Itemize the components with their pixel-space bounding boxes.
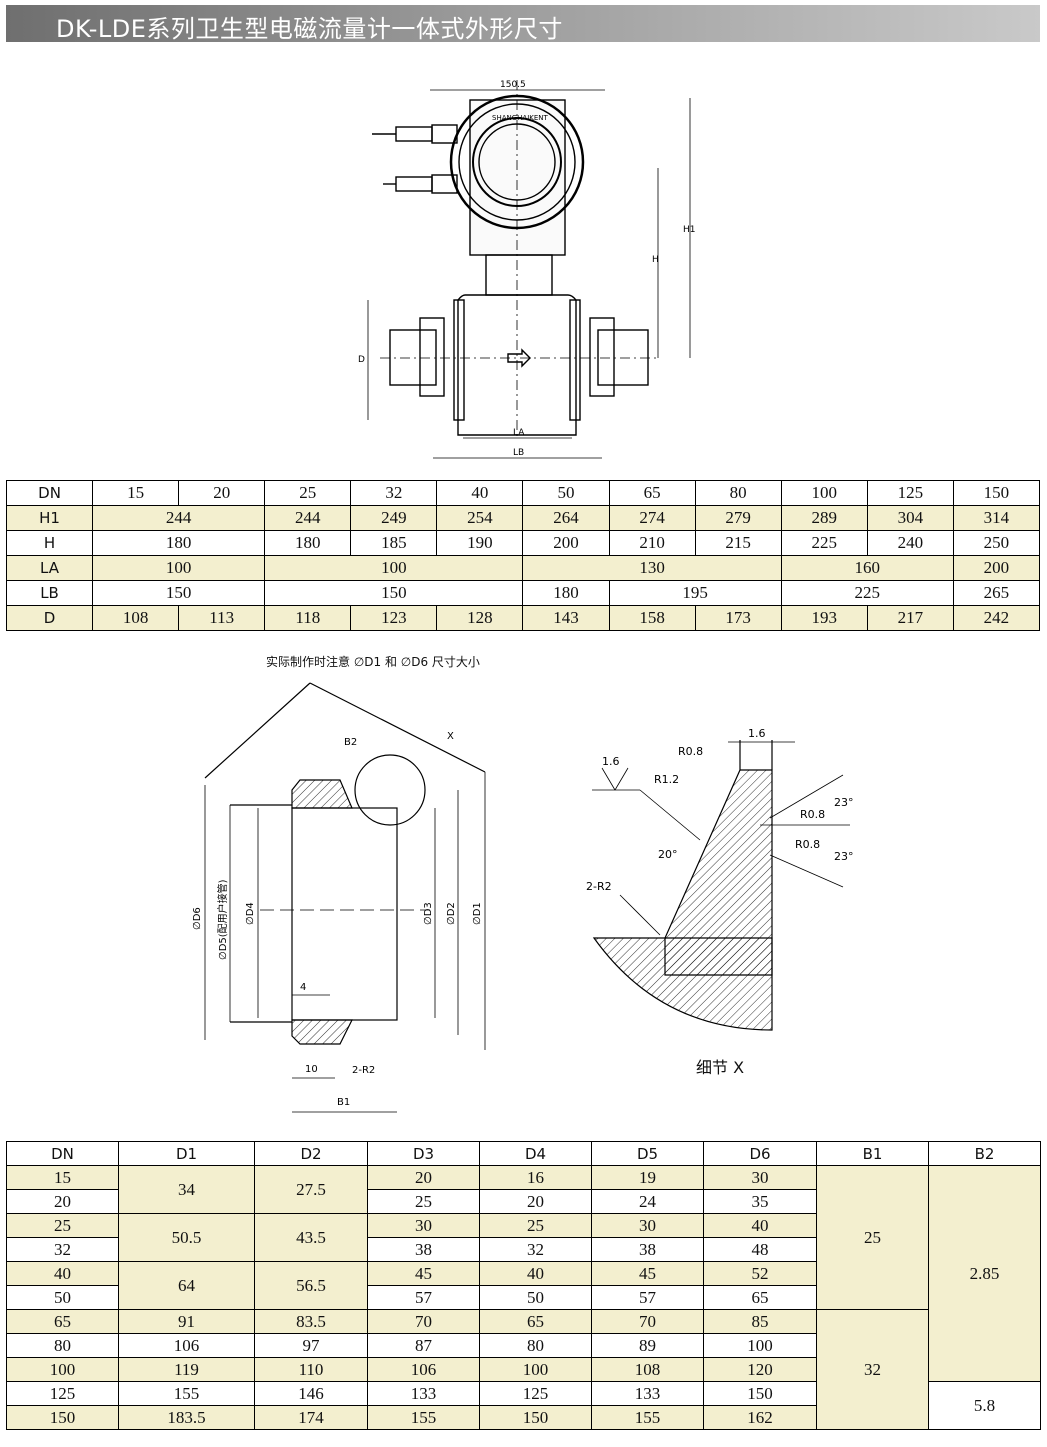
table-row: 25 50.5 43.5 30 25 30 40 bbox=[6, 1213, 1041, 1262]
label-20: 20° bbox=[658, 848, 678, 861]
label-2r2: 2-R2 bbox=[352, 1065, 375, 1076]
label-d5: ∅D5(配用户接管) bbox=[216, 879, 229, 960]
table-row: LA 100 100 130 160 200 bbox=[5, 555, 1041, 581]
label-1-6-top: 1.6 bbox=[748, 727, 766, 740]
label-d4: ∅D4 bbox=[245, 902, 256, 925]
table-row: 125 155 146 133 125 133 150 5.8 bbox=[6, 1381, 1041, 1430]
table-row: 80 106 97 87 80 89 100 bbox=[6, 1333, 1041, 1358]
label-b1: B1 bbox=[337, 1097, 350, 1108]
brand-label: SHANGHAIKENT bbox=[492, 114, 549, 122]
label-23-a: 23° bbox=[834, 796, 854, 809]
table-row: 40 64 56.5 45 40 45 52 bbox=[6, 1261, 1041, 1310]
flowmeter-drawing: 150.5 H1 H D LA LB SHANGHAIKENT bbox=[358, 80, 696, 459]
label-r08-b: R0.8 bbox=[800, 808, 825, 821]
table-row: H 180 180 185 190 200 210 215 225 240 25… bbox=[5, 530, 1041, 556]
title-bar: DK-LDE系列卫生型电磁流量计一体式外形尺寸 bbox=[6, 5, 1040, 43]
label-4: 4 bbox=[300, 982, 306, 993]
table-row: DN 15 20 25 32 40 50 65 80 100 125 150 bbox=[5, 480, 1041, 506]
table-header-row: DN D1 D2 D3 D4 D5 D6 B1 B2 bbox=[6, 1141, 1041, 1166]
label-r08-a: R0.8 bbox=[678, 745, 703, 758]
label-10: 10 bbox=[305, 1064, 318, 1075]
table-row: 32 38 32 38 48 bbox=[6, 1237, 1041, 1262]
dim-la: LA bbox=[513, 428, 525, 438]
label-1-6-surface: 1.6 bbox=[602, 755, 620, 768]
fabrication-note: 实际制作时注意 ∅D1 和 ∅D6 尺寸大小 bbox=[266, 655, 480, 669]
dim-h: H bbox=[652, 255, 659, 265]
table-row: 150 183.5 174 155 150 155 162 bbox=[6, 1405, 1041, 1430]
dim-h1: H1 bbox=[683, 225, 696, 235]
dim-lb: LB bbox=[513, 448, 524, 458]
table-row: LB 150 150 180 195 225 265 bbox=[5, 580, 1041, 606]
table-row: H1 244 244 249 254 264 274 279 289 304 3… bbox=[5, 505, 1041, 531]
table-row: 65 91 83.5 70 65 70 85 32 bbox=[6, 1309, 1041, 1430]
table-row: 100 119 110 106 100 108 120 bbox=[6, 1357, 1041, 1382]
label-d1: ∅D1 bbox=[472, 902, 483, 925]
dimension-table-1: DN 15 20 25 32 40 50 65 80 100 125 150 H… bbox=[5, 480, 1041, 631]
dim-d: D bbox=[358, 355, 365, 365]
label-23-b: 23° bbox=[834, 850, 854, 863]
label-b2: B2 bbox=[344, 737, 357, 748]
label-d6: ∅D6 bbox=[192, 907, 203, 930]
detail-caption: 细节 X bbox=[696, 1058, 745, 1077]
label-r08-c: R0.8 bbox=[795, 838, 820, 851]
table-row: D 108 113 118 123 128 143 158 173 193 21… bbox=[5, 605, 1041, 631]
page-title: DK-LDE系列卫生型电磁流量计一体式外形尺寸 bbox=[56, 15, 563, 43]
dim-width: 150.5 bbox=[500, 80, 526, 90]
label-r12: R1.2 bbox=[654, 773, 679, 786]
ferrule-drawing: B2 X 4 10 2-R2 B1 ∅D6 ∅D5(配用户接管) ∅D4 ∅D3… bbox=[192, 682, 486, 1113]
label-d2: ∅D2 bbox=[446, 902, 457, 925]
label-detail-2r2: 2-R2 bbox=[586, 880, 612, 893]
dimension-table-2: DN D1 D2 D3 D4 D5 D6 B1 B2 15 34 27.5 20… bbox=[6, 1141, 1041, 1430]
label-d3: ∅D3 bbox=[423, 902, 434, 925]
detail-x-drawing: 1.6 1.6 R0.8 R1.2 R0.8 R0.8 23° 23° 20° … bbox=[586, 727, 854, 1031]
table-row: 15 34 27.5 20 16 19 30 25 2.85 bbox=[6, 1165, 1041, 1382]
label-x: X bbox=[447, 731, 454, 742]
